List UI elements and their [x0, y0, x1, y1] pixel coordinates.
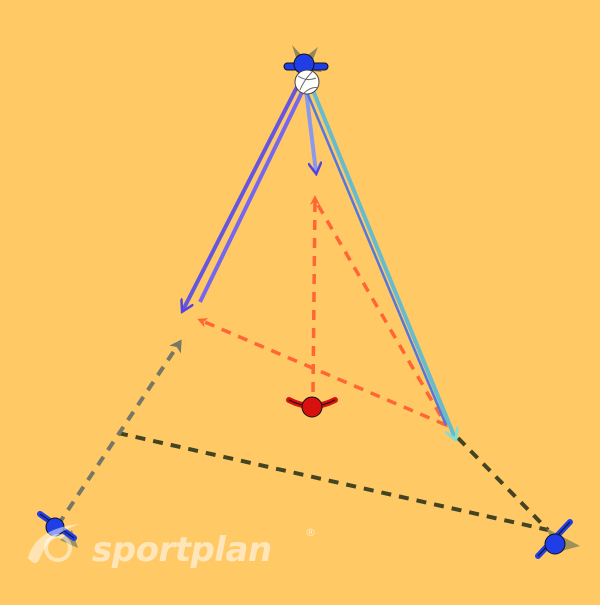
movement-line-top-right — [316, 204, 448, 428]
pass-line-right — [310, 87, 455, 438]
movement-line-right-left — [197, 318, 447, 427]
movement-line-left-up — [56, 339, 182, 527]
player-center-red[interactable] — [286, 396, 338, 418]
pass-line-short-down — [304, 89, 316, 172]
volleyball-icon — [294, 69, 320, 95]
pass-line-left-b — [198, 84, 306, 303]
sportplan-swoosh-icon — [28, 524, 80, 563]
sportplan-logo: sportplan ® — [22, 518, 332, 578]
player-bottom-right-blue[interactable] — [535, 519, 580, 559]
movement-line-center-up — [309, 195, 320, 393]
movement-line-bottom — [117, 431, 549, 532]
movement-line-right-lower — [456, 436, 550, 532]
logo-text: sportplan — [92, 530, 272, 570]
pass-line-left-a — [183, 84, 300, 310]
pass-line-right-b — [304, 89, 448, 426]
logo-registered-mark: ® — [305, 526, 316, 539]
